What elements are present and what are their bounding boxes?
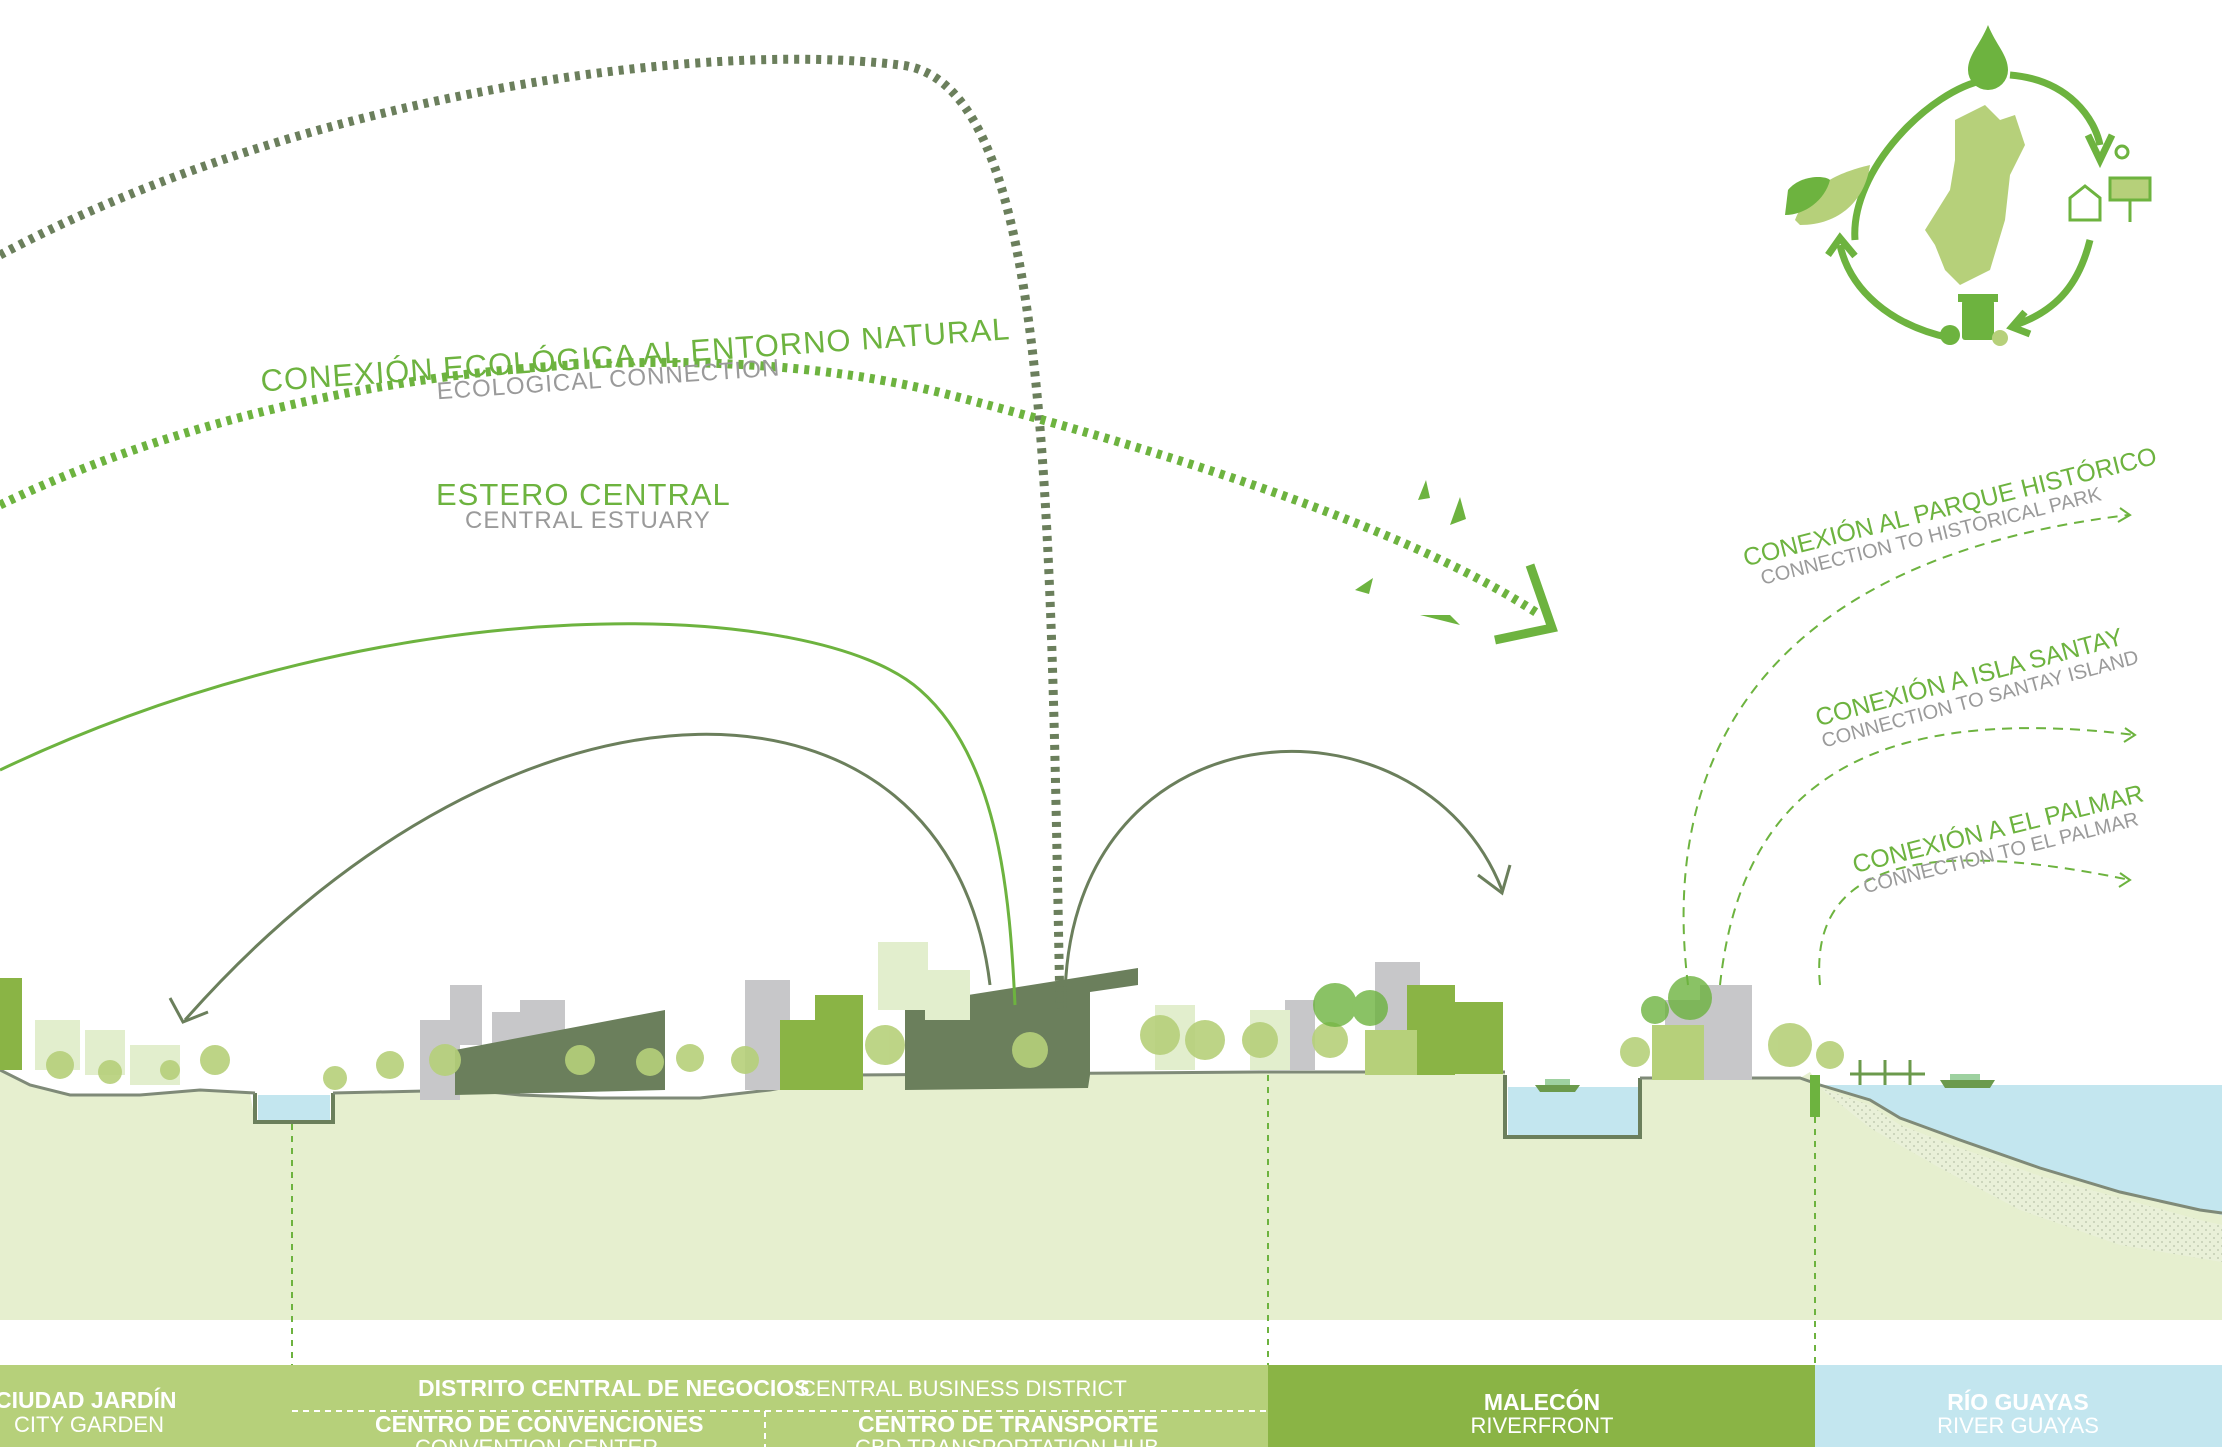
estuary-label: ESTERO CENTRAL CENTRAL ESTUARY (436, 477, 731, 534)
transport-sub: CBD TRANSPORTATION HUB (855, 1435, 1159, 1447)
convention-main: CENTRO DE CONVENCIONES (375, 1411, 703, 1437)
palmar-connection-line (1818, 859, 2131, 986)
river-water (1820, 1085, 2222, 1215)
canal-water (258, 1095, 330, 1120)
arc-to-riverfront (1063, 749, 1504, 1011)
riverfront-sub: RIVERFRONT (1471, 1413, 1614, 1438)
park-connection-line (1682, 514, 2129, 986)
sustainability-cycle (1785, 25, 2152, 346)
transport-main: CENTRO DE TRANSPORTE (858, 1411, 1158, 1437)
estuary-arc (0, 622, 1017, 1006)
connection-arcs (0, 54, 2137, 1024)
park-main-text: CONEXIÓN AL PARQUE HISTÓRICO (1740, 441, 2159, 572)
city-garden-main: CIUDAD JARDÍN (0, 1386, 176, 1413)
ecological-arrowhead-icon (1494, 563, 1558, 645)
trash-bin-icon (1940, 294, 2008, 346)
riverfront-band (1268, 1365, 1815, 1447)
estuary-water (1508, 1087, 1638, 1135)
estuary-main-text: ESTERO CENTRAL (436, 477, 731, 512)
city-map-silhouette (1925, 105, 2025, 285)
bird-icons (1355, 480, 1466, 625)
zone-legend: CIUDAD JARDÍN CITY GARDEN DISTRITO CENTR… (0, 1365, 2222, 1447)
riverfront-main: MALECÓN (1484, 1388, 1600, 1415)
convention-building (455, 1010, 665, 1095)
arrowhead-right-icon (1477, 864, 1512, 896)
santay-connection-line (1719, 727, 2136, 986)
dashed-arc-top (0, 54, 1065, 1011)
cbd-main: DISTRITO CENTRAL DE NEGOCIOS (418, 1375, 809, 1401)
convention-sub: CONVENTION CENTER (415, 1435, 658, 1447)
estuary-sub-text: CENTRAL ESTUARY (465, 507, 711, 534)
palmar-label: CONEXIÓN A EL PALMAR CONNECTION TO EL PA… (1849, 779, 2146, 899)
skyline (0, 942, 1995, 1100)
city-garden-band (0, 1365, 292, 1447)
cbd-band (292, 1365, 1268, 1447)
river-main: RÍO GUAYAS (1947, 1388, 2088, 1415)
house-solar-icon (2068, 144, 2152, 222)
water-drop-icon (1968, 25, 2008, 90)
park-label: CONEXIÓN AL PARQUE HISTÓRICO CONNECTION … (1740, 441, 2159, 589)
arc-to-city-garden (183, 732, 992, 1021)
ecological-connection-arrow (0, 357, 1543, 619)
cbd-sub: CENTRAL BUSINESS DISTRICT (800, 1376, 1127, 1401)
arrowhead-left-icon (168, 997, 209, 1024)
santay-label: CONEXIÓN A ISLA SANTAY CONNECTION TO SAN… (1812, 622, 2141, 752)
ground-section (0, 1068, 2222, 1447)
riverbank-sand (1820, 1088, 2222, 1262)
leaf-icon (1785, 165, 1870, 225)
city-garden-sub: CITY GARDEN (14, 1412, 164, 1437)
river-band (1815, 1365, 2222, 1447)
river-sub: RIVER GUAYAS (1937, 1413, 2099, 1438)
ecological-label: CONEXIÓN ECOLÓGICA AL ENTORNO NATURAL EC… (259, 311, 1011, 405)
